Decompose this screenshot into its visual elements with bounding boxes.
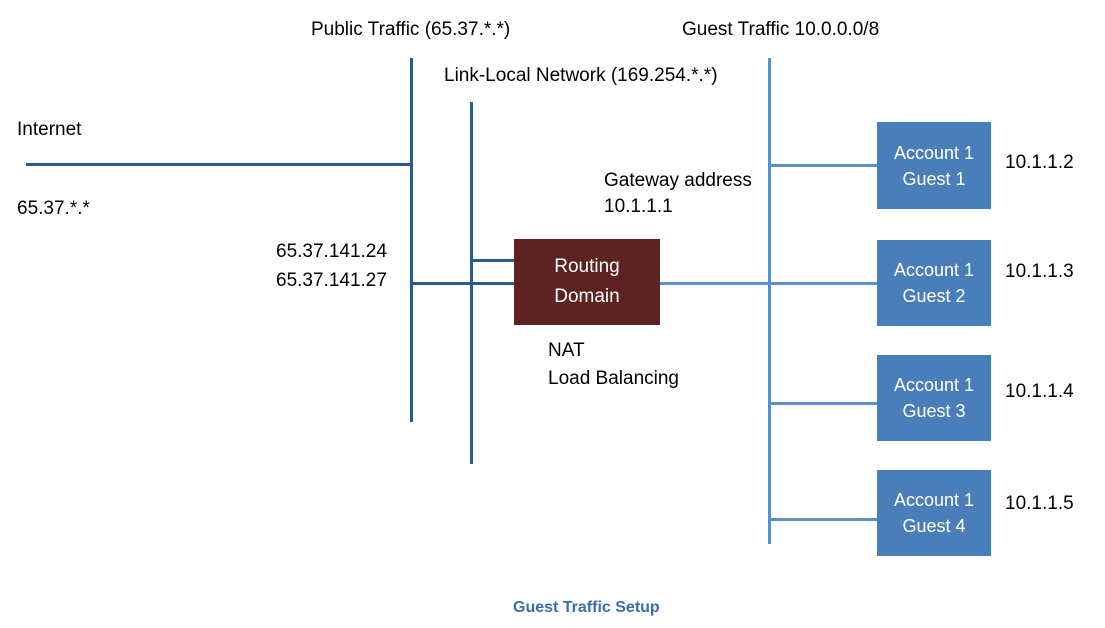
nat-label: NAT <box>548 340 585 361</box>
internet-link-line <box>26 163 413 166</box>
guest-box-3[interactable]: Account 1 Guest 3 <box>877 355 991 441</box>
guest-2-ip-label: 10.1.1.3 <box>1005 261 1074 282</box>
gateway-address-line-2: 10.1.1.1 <box>604 196 673 217</box>
guest-1-name: Guest 1 <box>902 168 966 189</box>
guest4-branch-line <box>768 518 878 521</box>
public-traffic-label: Public Traffic (65.37.*.*) <box>311 19 511 40</box>
routing-domain-line-2: Domain <box>554 286 620 307</box>
guest-3-name: Guest 3 <box>902 401 966 421</box>
guest-traffic-trunk-line <box>768 58 771 544</box>
guest-2-name: Guest 2 <box>902 286 966 306</box>
guest-3-ip-label: 10.1.1.4 <box>1005 381 1074 402</box>
guest-4-ip-label: 10.1.1.5 <box>1005 493 1074 514</box>
guest-box-2[interactable]: Account 1 Guest 2 <box>877 240 991 326</box>
guest-1-ip-label: 10.1.1.2 <box>1005 152 1074 173</box>
guest-4-account: Account 1 <box>893 490 975 510</box>
public-to-router-line <box>410 282 516 285</box>
gateway-address-line-1: Gateway address <box>604 170 752 191</box>
internet-subnet-label: 65.37.*.* <box>17 198 90 219</box>
diagram-caption: Guest Traffic Setup <box>513 599 660 616</box>
routing-domain-box[interactable]: Routing Domain <box>514 239 660 325</box>
guest-box-4[interactable]: Account 1 Guest 4 <box>877 470 991 556</box>
routing-domain-line-1: Routing <box>554 256 620 277</box>
guest-traffic-label: Guest Traffic 10.0.0.0/8 <box>682 19 880 40</box>
load-balancing-label: Load Balancing <box>548 368 679 389</box>
guest-box-1[interactable]: Account 1 Guest 1 <box>877 122 991 209</box>
guest-3-account: Account 1 <box>893 375 975 395</box>
guest-4-name: Guest 4 <box>902 516 966 536</box>
public-ip-1-label: 65.37.141.24 <box>276 241 387 262</box>
public-ip-2-label: 65.37.141.27 <box>276 270 387 291</box>
guest-1-account: Account 1 <box>893 142 975 163</box>
public-traffic-trunk-line <box>410 58 413 422</box>
internet-label: Internet <box>17 119 82 140</box>
router-to-guest2-line <box>660 282 878 285</box>
guest1-branch-line <box>768 164 878 167</box>
guest-2-account: Account 1 <box>893 260 975 280</box>
link-local-network-label: Link-Local Network (169.254.*.*) <box>444 65 718 86</box>
link-local-to-router-line <box>470 259 516 262</box>
guest3-branch-line <box>768 402 878 405</box>
